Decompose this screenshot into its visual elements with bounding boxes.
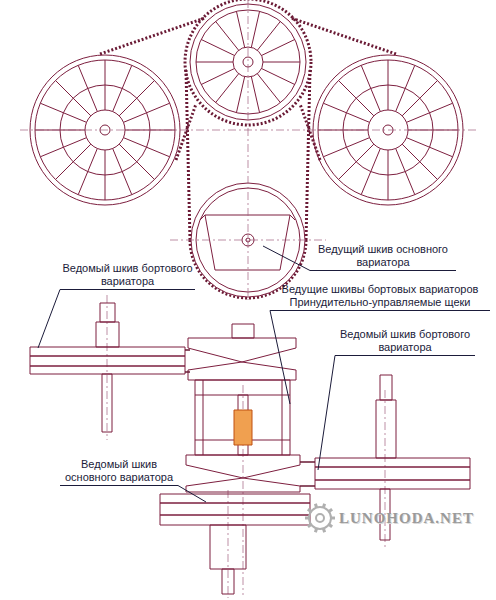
stroke — [339, 144, 374, 179]
stroke — [396, 65, 415, 111]
stroke — [119, 144, 154, 179]
stroke — [56, 144, 91, 179]
stroke — [263, 62, 300, 63]
stroke — [323, 504, 324, 508]
stroke — [216, 74, 239, 103]
stroke — [339, 81, 374, 116]
stroke — [201, 39, 234, 55]
stroke — [388, 150, 389, 200]
stroke — [331, 517, 335, 520]
stroke — [216, 21, 239, 50]
stroke — [40, 103, 86, 122]
stroke — [262, 69, 295, 85]
stroke — [56, 81, 91, 116]
stroke — [236, 77, 244, 113]
stroke — [257, 21, 280, 50]
stroke — [361, 148, 380, 194]
watermark: LUNOHODA.NET — [337, 509, 487, 528]
stroke — [396, 148, 415, 194]
stroke — [323, 528, 324, 532]
stroke — [78, 148, 97, 194]
callout-label: Ведущий шкив основного вариатора — [310, 243, 456, 271]
stroke — [323, 138, 369, 157]
stroke — [305, 517, 309, 520]
stroke — [406, 103, 452, 122]
stroke — [329, 524, 332, 526]
stroke — [105, 150, 106, 200]
callout-label: Ведомый шкив основного вариатора — [60, 458, 178, 486]
callout-label: Ведомый шкив бортового вариатора — [60, 262, 195, 290]
stroke — [270, 311, 290, 405]
stroke — [308, 524, 311, 526]
stroke — [388, 60, 389, 110]
stroke — [361, 65, 380, 111]
stroke — [105, 60, 106, 110]
stroke — [78, 65, 97, 111]
stroke — [263, 246, 310, 271]
stroke — [113, 148, 132, 194]
stroke — [251, 11, 259, 47]
stroke — [123, 103, 169, 122]
stroke — [38, 290, 60, 349]
stroke — [113, 65, 132, 111]
stroke — [251, 77, 259, 113]
callout-label: Ведущие шкивы бортовых вариаторов Принуд… — [270, 283, 490, 311]
stroke — [406, 138, 452, 157]
stroke — [402, 144, 437, 179]
stroke — [308, 509, 311, 511]
stroke — [318, 356, 335, 471]
stroke — [257, 74, 280, 103]
stroke — [178, 486, 206, 503]
stroke — [329, 509, 332, 511]
stroke — [262, 39, 295, 55]
stroke — [119, 81, 154, 116]
stroke — [315, 528, 316, 532]
stroke — [196, 62, 233, 63]
stroke — [201, 69, 234, 85]
stroke — [40, 138, 86, 157]
stroke — [123, 138, 169, 157]
stroke — [315, 504, 316, 508]
stroke — [323, 103, 369, 122]
callout-label: Ведомый шкив бортового вариатора — [335, 328, 475, 356]
stroke — [236, 11, 244, 47]
stroke — [402, 81, 437, 116]
